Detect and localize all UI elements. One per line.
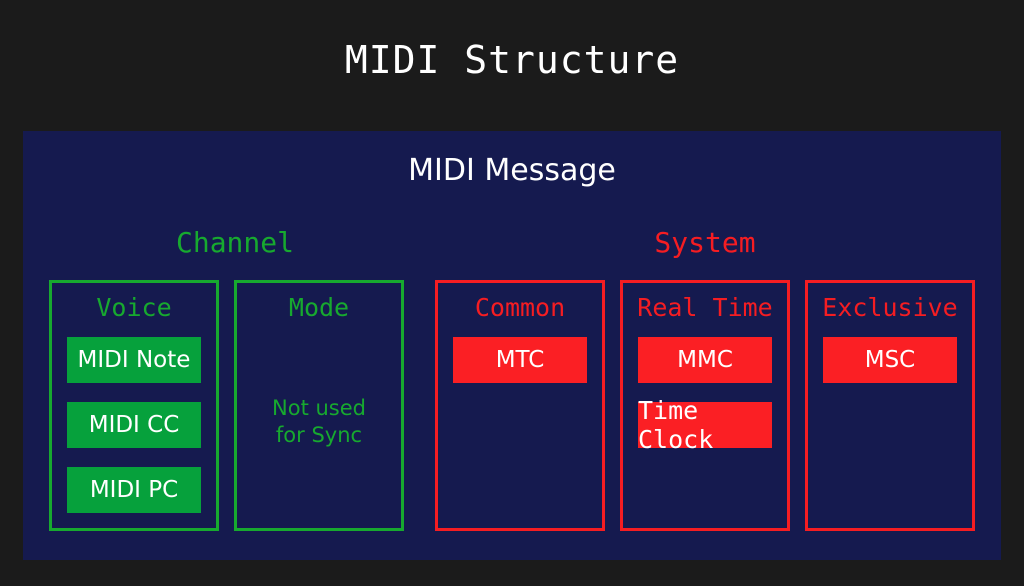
page-title: MIDI Structure — [344, 38, 680, 82]
item-chip-mmc[interactable]: MMC — [638, 337, 772, 383]
category-title-voice: Voice — [96, 293, 172, 322]
midi-message-panel: MIDI Message Channel System Voice MIDI N… — [23, 131, 1001, 560]
panel-title: MIDI Message — [408, 153, 616, 188]
item-chip-midi-cc[interactable]: MIDI CC — [67, 402, 201, 448]
category-box-exclusive[interactable]: Exclusive MSC — [805, 280, 975, 531]
group-label-system: System — [654, 226, 756, 259]
category-box-mode[interactable]: Mode Not used for Sync — [234, 280, 404, 531]
group-label-channel: Channel — [175, 226, 294, 259]
category-title-mode: Mode — [288, 293, 350, 322]
category-box-common[interactable]: Common MTC — [435, 280, 605, 531]
category-box-voice[interactable]: Voice MIDI Note MIDI CC MIDI PC — [49, 280, 219, 531]
category-note-mode: Not used for Sync — [237, 395, 401, 449]
category-note-mode-line1: Not used — [272, 396, 366, 420]
item-chip-msc[interactable]: MSC — [823, 337, 957, 383]
category-title-exclusive: Exclusive — [822, 293, 958, 322]
item-chip-time-clock[interactable]: Time Clock — [638, 396, 772, 454]
category-box-real-time[interactable]: Real Time MMC Time Clock — [620, 280, 790, 531]
category-title-real-time: Real Time — [637, 293, 773, 322]
category-note-mode-line2: for Sync — [275, 423, 363, 447]
category-title-common: Common — [474, 293, 566, 322]
item-chip-mtc[interactable]: MTC — [453, 337, 587, 383]
item-chip-midi-pc[interactable]: MIDI PC — [67, 467, 201, 513]
item-chip-midi-note[interactable]: MIDI Note — [67, 337, 201, 383]
